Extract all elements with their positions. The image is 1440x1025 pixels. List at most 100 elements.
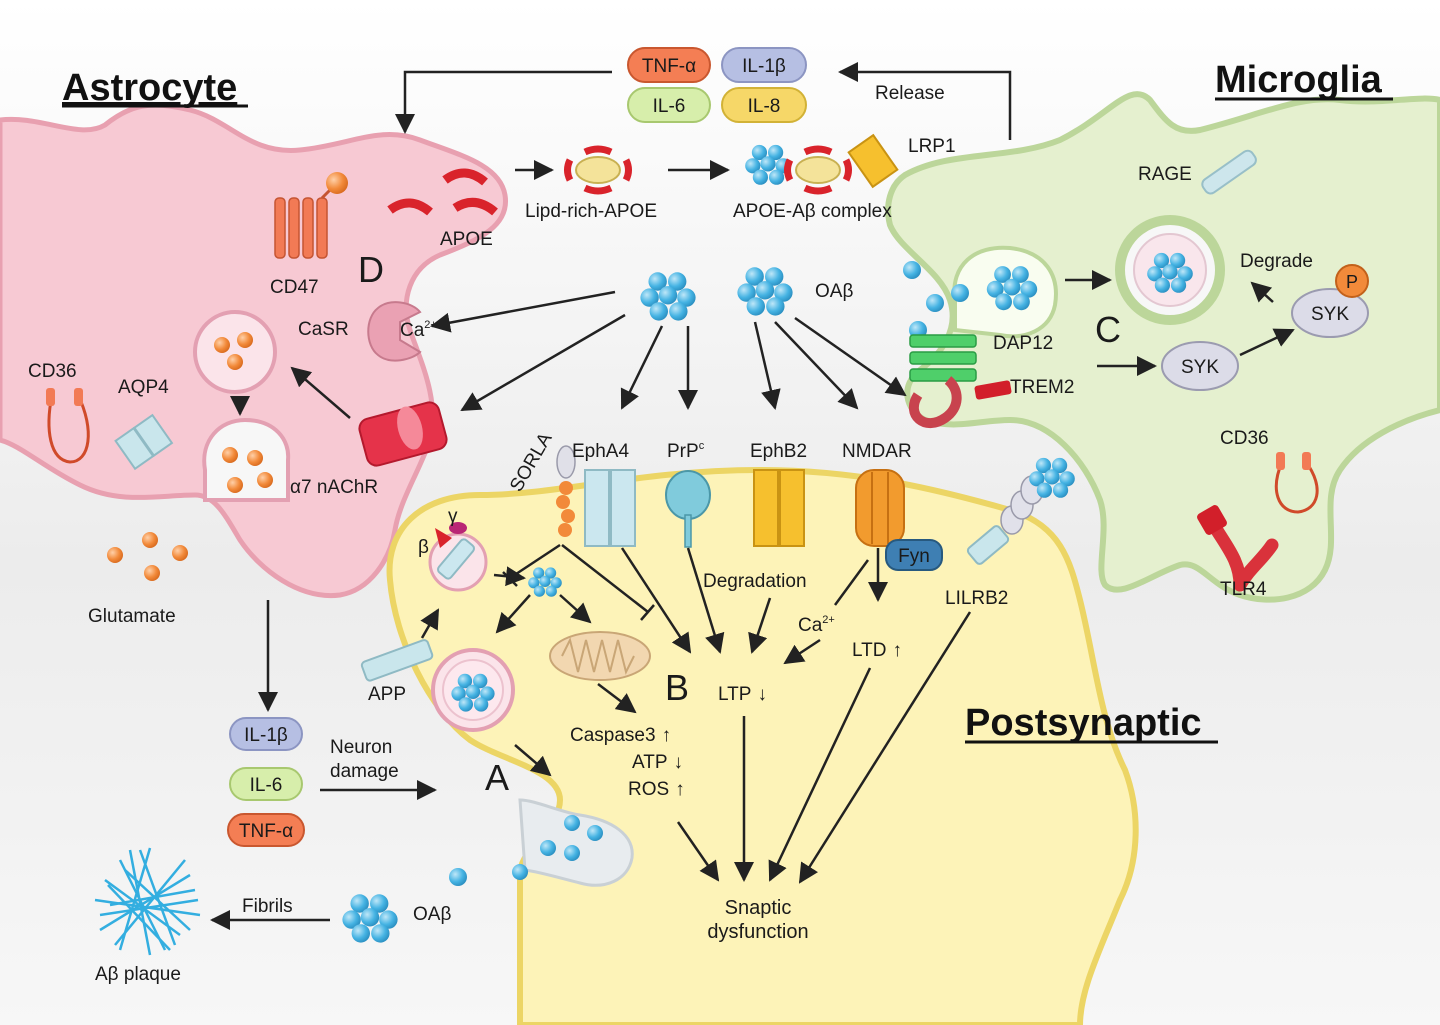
ltd-to-dysfunction-arrow [768,667,872,882]
ephb2-receptor-icon [753,469,805,547]
cd36-label-microglia: CD36 [1220,428,1269,449]
tnf-label-top: TNF-α [642,56,696,77]
exocytic-vesicle [518,798,634,887]
section-c-label: C [1095,309,1121,350]
ros-label: ROS↑ [628,779,685,800]
oab-to-casr-arrow [430,290,616,333]
glutamate-vesicle [193,310,277,394]
app-to-secretase-arrow [420,608,440,639]
cytokine-to-astrocyte-arrow [395,70,612,134]
oab-label-bottom: OAβ [413,904,451,925]
ab-plaque-label: Aβ plaque [95,964,181,985]
sorla-inhibition-line [509,543,561,580]
oab-to-trem2-arrow [794,316,907,397]
nmdar-label: NMDAR [842,441,912,462]
neuron-damage-line-2: damage [330,761,399,782]
prp-to-ltp-arrow [686,547,725,654]
il1b-pill-top [721,47,807,83]
outcome-line-1: Snaptic [725,897,792,919]
glutamate-label: Glutamate [88,606,176,627]
epha4-label: EphA4 [572,441,629,462]
oab-to-nachr-arrow [460,313,626,412]
cd36-label-astro: CD36 [28,361,77,382]
syk-phosphorylation-arrow [1239,328,1295,357]
oab-to-mitochondria-arrow [559,594,592,624]
tlr4-label: TLR4 [1220,579,1267,600]
vesicle-glutamate-dots [214,332,253,370]
lilrb2-to-dysfunction-arrow [798,611,972,884]
mitochondrion-icon [549,631,651,681]
section-b-label: B [665,667,689,708]
il8-label-top: IL-8 [748,96,781,117]
astrocyte-title: Astrocyte [62,67,237,109]
aqp4-label: AQP4 [118,377,169,398]
tnf-pill-top [627,47,711,83]
oab-to-nmdar-arrow [774,321,859,410]
apoe-crescents [387,168,498,216]
fyn-node [885,539,943,571]
syk-top-label: SYK [1311,304,1349,325]
oab-label-center: OAβ [815,281,853,302]
top-cytokine-panel: TNF-α IL-1β IL-6 IL-8 [627,47,807,123]
section-d-label: D [358,249,384,290]
lipid-rich-apoe-icon [564,145,632,195]
app-label: APP [368,684,406,705]
trem2-label: TREM2 [1010,377,1074,398]
oab-to-endosome-arrow [495,594,531,634]
tlr4-receptor-icon [1197,505,1279,592]
dap12-receptor-icon [909,334,977,382]
apoe-ab-complex-label: APOE-Aβ complex [733,201,892,222]
outcome-line-2: dysfunction [707,921,808,943]
trem2-receptor-icon [908,376,1012,429]
exocytic-oab-dots [512,815,603,880]
tnf-label-left: TNF-α [239,821,293,842]
epha4-to-ltp-arrow [620,547,692,654]
a7nachr-label: α7 nAChR [290,477,378,498]
atp-label: ATP↓ [632,752,683,773]
lrp1-label: LRP1 [908,136,956,157]
fibrils-label: Fibrils [242,896,293,917]
fusing-vesicle-dots [222,447,273,493]
ros-to-dysfunction-arrow [676,821,720,882]
lilrb2-label: LILRB2 [945,588,1008,609]
aqp4-channel-icon [114,413,174,471]
lilrb2-receptor-icon [966,475,1044,565]
il6-pill-left [229,767,303,801]
rage-label: RAGE [1138,164,1192,185]
apoe-label: APOE [440,229,493,250]
section-a-label: A [485,757,509,798]
prpc-receptor-icon [665,470,711,548]
casr-receptor-icon [367,301,422,362]
dap12-label: DAP12 [993,333,1053,354]
degrade-arrow [1250,281,1274,303]
postsynaptic-title: Postsynaptic [965,702,1202,744]
oab-to-ephb2-arrow [753,321,781,410]
a7nachr-receptor-icon [358,401,448,467]
sorla-ltp-inhibition-line [561,544,649,613]
il6-pill-top [627,87,711,123]
ca-label-post: Ca2+ [798,614,835,636]
endosome-to-release-arrow [514,744,552,777]
oab-to-epha4-arrow [620,325,664,410]
phospho-label: P [1346,272,1358,292]
syk-mid-node [1161,341,1239,391]
glutamate-dots [107,532,188,581]
caspase3-label: Caspase3↑ [570,725,671,746]
degrade-label: Degrade [1240,251,1313,272]
rage-receptor-icon [1201,149,1257,195]
oab-monomer-bottom [449,868,467,886]
cd47-label: CD47 [270,277,319,298]
sorla-receptor-icon [556,445,576,537]
gamma-label: γ [448,506,458,527]
fusing-vesicle [202,417,291,502]
secretase-complex-icon [428,522,488,592]
cd36-receptor-astro-icon [46,388,90,464]
prp-label: PrPc [667,440,705,462]
il6-label-left: IL-6 [250,775,283,796]
phagocytic-cup [952,245,1058,339]
mitochondria-to-caspase-arrow [597,683,637,714]
casr-label: CaSR [298,319,349,340]
degradation-label: Degradation [703,571,807,592]
